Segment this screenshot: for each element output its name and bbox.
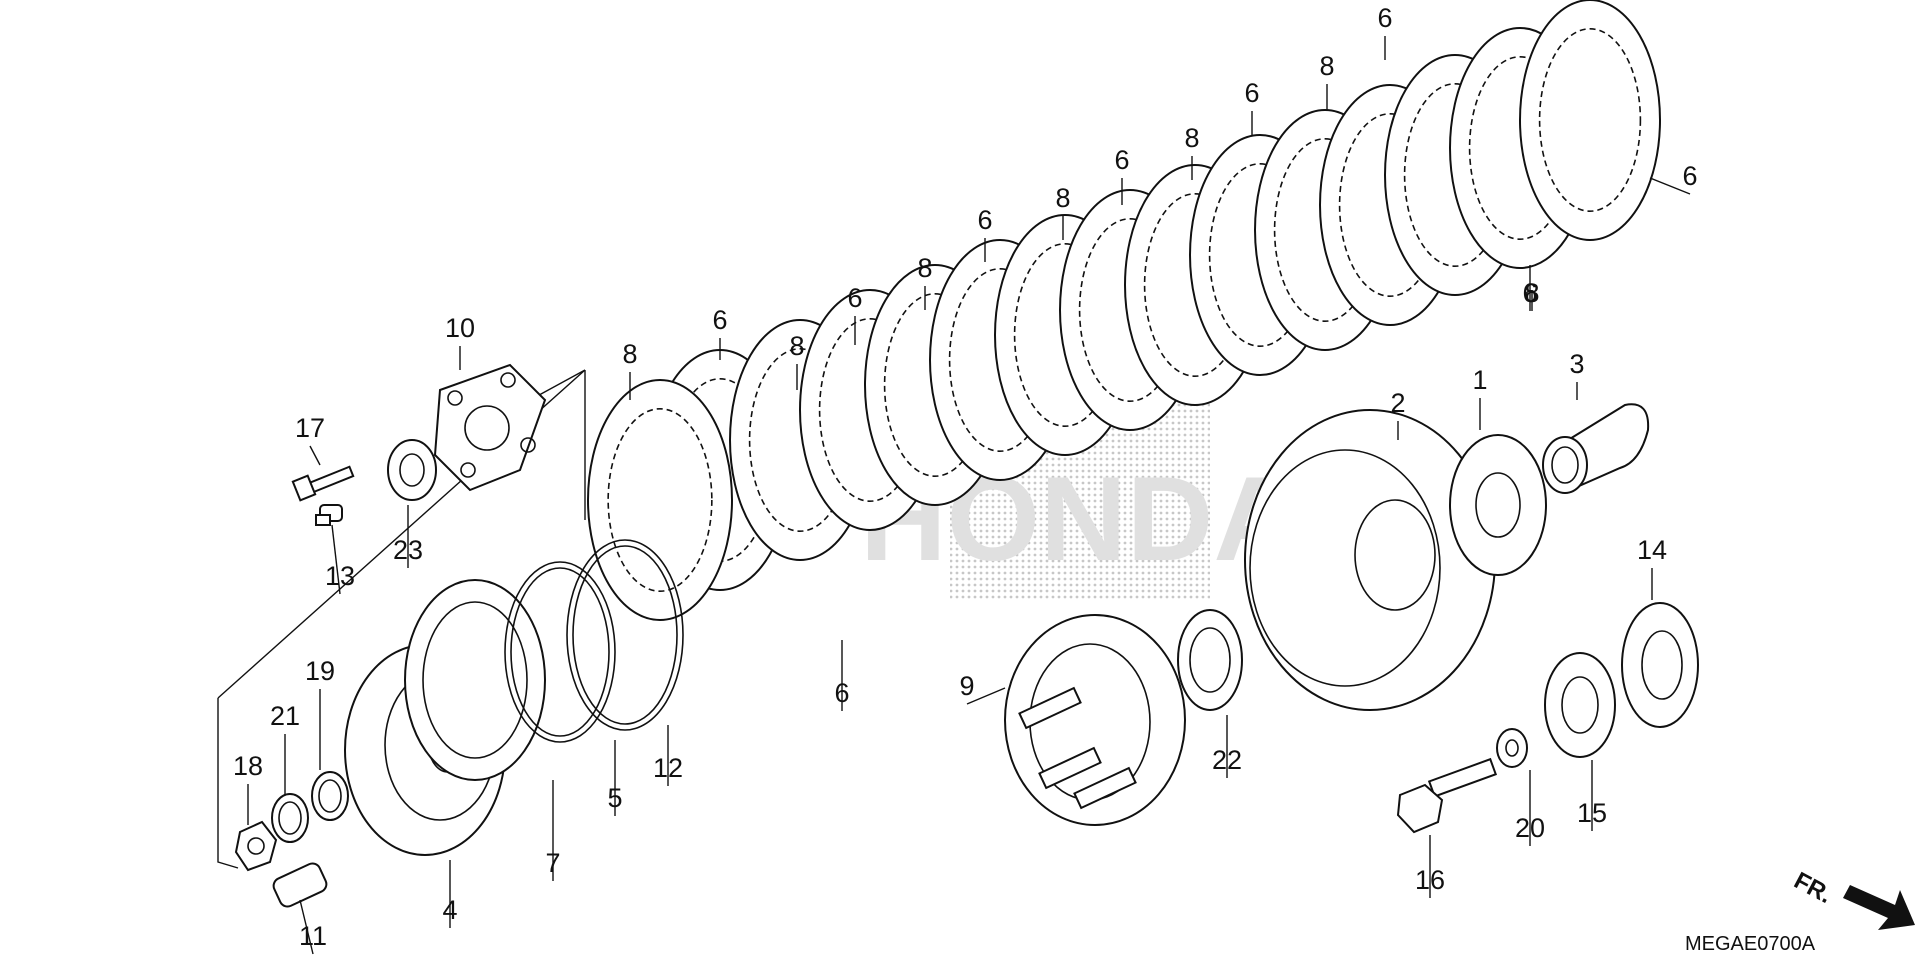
callout-labels: 6686868686868681017231319211811475126213… [233, 3, 1698, 955]
callout-c7: 7 [545, 848, 560, 878]
callout-c18: 18 [233, 751, 263, 781]
callout-c22: 22 [1212, 745, 1242, 775]
callout-c14: 14 [1637, 535, 1667, 565]
front-direction-arrow: FR. [1790, 867, 1915, 930]
clutch-plate [587, 379, 733, 621]
callout-c15: 15 [1577, 798, 1607, 828]
callout-c1: 1 [1472, 365, 1487, 395]
gear-1 [1449, 434, 1547, 576]
callout-c8c: 8 [1055, 183, 1070, 213]
clutch-plate [1519, 0, 1661, 241]
callout-c9: 9 [959, 671, 974, 701]
callout-c11: 11 [299, 921, 327, 951]
gear-15 [1544, 652, 1616, 758]
washer-21 [271, 793, 309, 843]
callout-c8b: 8 [1184, 123, 1199, 153]
callout-c3: 3 [1569, 349, 1584, 379]
washer-19 [311, 771, 349, 821]
bolt-17 [291, 465, 355, 502]
callout-c6e: 6 [977, 205, 992, 235]
callout-c21: 21 [270, 701, 300, 731]
callout-c6i: 6 [834, 678, 849, 708]
callout-c6f: 6 [847, 283, 862, 313]
callout-c2: 2 [1390, 388, 1405, 418]
callout-leader-c11 [299, 899, 314, 955]
washer-20 [1496, 728, 1528, 768]
callout-c8g: 8 [1524, 278, 1539, 308]
lifter-plate-10 [433, 363, 547, 492]
callout-c6a: 6 [1377, 3, 1392, 33]
callout-c23: 23 [393, 535, 423, 565]
callout-leader-c9 [966, 687, 1006, 705]
callout-c12: 12 [653, 753, 683, 783]
clutch-center-7 [404, 579, 546, 781]
svg-text:FR.: FR. [1790, 867, 1837, 909]
spring-11 [272, 862, 328, 908]
callout-c5: 5 [607, 783, 622, 813]
callout-c8a: 8 [1319, 51, 1334, 81]
callout-leader-c17 [309, 445, 321, 466]
callout-c8d: 8 [917, 253, 932, 283]
callout-c8e: 8 [789, 331, 804, 361]
clutch-center-9 [1004, 614, 1186, 826]
pin-13 [315, 504, 343, 526]
callout-c4: 4 [442, 895, 457, 925]
bolt-16 [1396, 757, 1498, 834]
thrust-washer-22 [1177, 609, 1243, 711]
callout-c16: 16 [1415, 865, 1445, 895]
ring-5 [504, 561, 616, 743]
callout-c17: 17 [295, 413, 325, 443]
collar-3 [1542, 403, 1650, 494]
callout-c8f: 8 [622, 339, 637, 369]
callout-leader-c6b [1649, 177, 1691, 195]
callout-c13: 13 [325, 561, 355, 591]
callout-leader-c13 [331, 524, 341, 595]
ring-12 [566, 539, 684, 731]
callout-c6g: 6 [1522, 278, 1537, 308]
callout-c6b: 6 [1682, 161, 1697, 191]
callout-c10: 10 [445, 313, 475, 343]
callout-c6d: 6 [1114, 145, 1129, 175]
gear-14 [1621, 602, 1699, 728]
callout-c20: 20 [1515, 813, 1545, 843]
drawing-code: MEGAE0700A [1685, 933, 1816, 955]
callout-c6h: 6 [712, 305, 727, 335]
bearing-23 [387, 439, 437, 501]
callout-c6c: 6 [1244, 78, 1259, 108]
nut-18 [234, 820, 278, 872]
clutch-outer-2 [1244, 409, 1496, 711]
callout-c19: 19 [305, 656, 335, 686]
clutch-plate-stack [587, 0, 1661, 621]
